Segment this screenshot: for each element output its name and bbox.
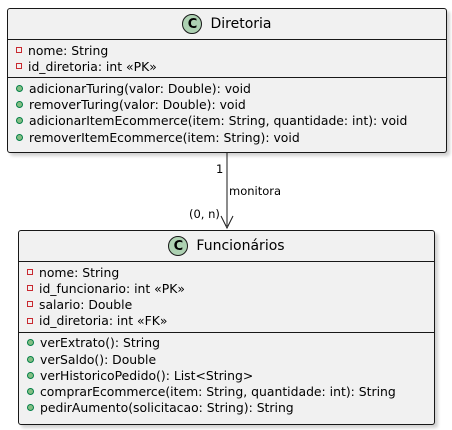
member-text: nome: String [28, 42, 109, 58]
member-text: comprarEcommerce(item: String, quantidad… [40, 383, 396, 399]
member-text: id_diretoria: int «PK» [28, 58, 157, 74]
arrowhead-icon [220, 215, 234, 230]
source-multiplicity: 1 [216, 162, 224, 176]
member-text: nome: String [39, 264, 120, 280]
method-row: adicionarTuring(valor: Double): void [16, 80, 438, 96]
private-visibility-icon [16, 47, 22, 54]
attribute-row: salario: Double [27, 296, 426, 312]
attribute-row: id_diretoria: int «PK» [16, 58, 438, 74]
member-text: pedirAumento(solicitacao: String): Strin… [40, 400, 294, 416]
public-visibility-icon [16, 84, 23, 92]
class-name: Funcionários [196, 238, 285, 254]
member-text: id_funcionario: int «PK» [39, 280, 185, 296]
method-row: comprarEcommerce(item: String, quantidad… [27, 383, 426, 399]
class-header: C Diretoria [8, 9, 446, 40]
private-visibility-icon [27, 317, 33, 324]
attribute-row: nome: String [27, 264, 426, 280]
attribute-row: id_diretoria: int «FK» [27, 313, 426, 329]
private-visibility-icon [16, 63, 22, 70]
member-text: id_diretoria: int «FK» [39, 313, 168, 329]
member-text: verHistoricoPedido(): List<String> [40, 367, 254, 383]
method-row: pedirAumento(solicitacao: String): Strin… [27, 400, 426, 416]
member-text: adicionarTuring(valor: Double): void [29, 80, 251, 96]
method-row: verHistoricoPedido(): List<String> [27, 367, 426, 383]
member-text: verExtrato(): String [40, 335, 160, 351]
public-visibility-icon [16, 133, 23, 141]
member-text: removerItemEcommerce(item: String): void [29, 129, 300, 145]
method-row: removerTuring(valor: Double): void [16, 97, 438, 113]
class-stereotype-icon: C [182, 14, 203, 34]
method-row: verExtrato(): String [27, 335, 426, 351]
public-visibility-icon [27, 371, 34, 379]
private-visibility-icon [27, 285, 33, 292]
public-visibility-icon [16, 101, 23, 109]
target-multiplicity: (0, n) [189, 207, 220, 221]
method-row: adicionarItemEcommerce(item: String, qua… [16, 113, 438, 129]
member-text: verSaldo(): Double [40, 351, 157, 367]
attribute-row: nome: String [16, 42, 438, 58]
member-text: adicionarItemEcommerce(item: String, qua… [29, 113, 408, 129]
attribute-row: id_funcionario: int «PK» [27, 280, 426, 296]
public-visibility-icon [27, 355, 34, 363]
public-visibility-icon [16, 117, 23, 125]
method-row: removerItemEcommerce(item: String): void [16, 129, 438, 145]
private-visibility-icon [27, 301, 33, 308]
class-name: Diretoria [210, 16, 272, 32]
public-visibility-icon [27, 387, 34, 395]
public-visibility-icon [27, 339, 34, 347]
private-visibility-icon [27, 269, 33, 276]
class-stereotype-icon: C [168, 236, 189, 256]
class-header: C Funcionários [19, 231, 434, 262]
member-text: salario: Double [39, 296, 133, 312]
method-row: verSaldo(): Double [27, 351, 426, 367]
public-visibility-icon [27, 404, 34, 412]
association-label: monitora [229, 184, 282, 198]
member-text: removerTuring(valor: Double): void [29, 97, 246, 113]
